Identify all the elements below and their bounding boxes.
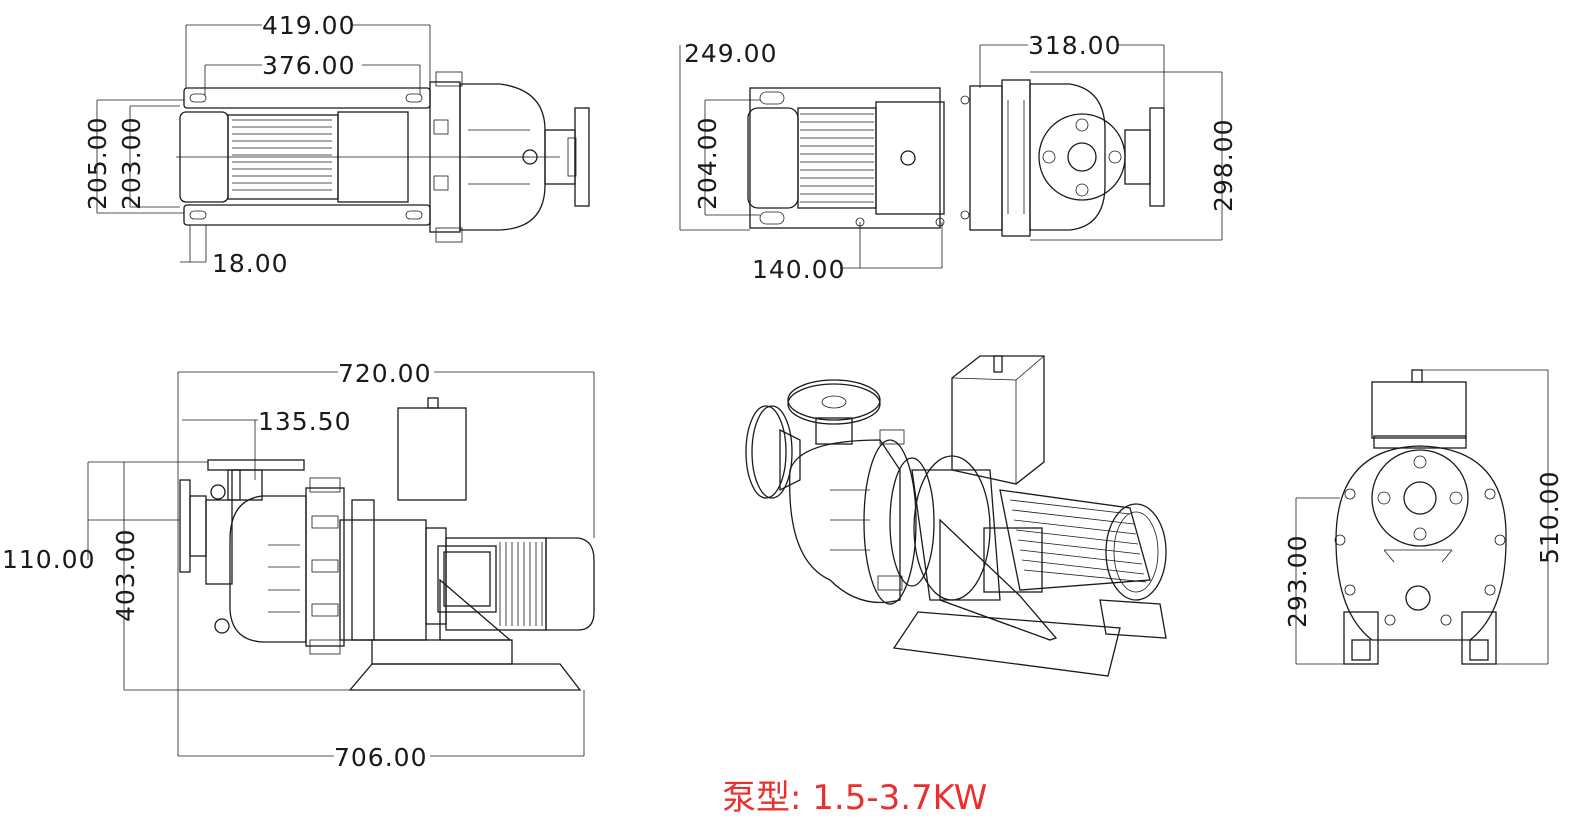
motor-fins-2 <box>800 113 874 203</box>
dim-249: 249.00 <box>684 39 777 68</box>
dim-510: 510.00 <box>1535 471 1564 564</box>
isometric-drawing <box>745 355 1167 677</box>
dim-204: 204.00 <box>693 117 722 210</box>
dim-706: 706.00 <box>334 743 427 772</box>
dim-110: 110.00 <box>2 545 95 574</box>
motor-fins-4 <box>1009 499 1147 583</box>
dim-140: 140.00 <box>752 255 845 284</box>
pump-model-caption: 泵型: 1.5-3.7KW <box>722 778 988 818</box>
dim-318: 318.00 <box>1028 31 1121 60</box>
dim-135-5: 135.50 <box>258 407 351 436</box>
dim-298: 298.00 <box>1209 119 1238 212</box>
dim-403: 403.00 <box>111 529 140 622</box>
dim-720: 720.00 <box>338 359 431 388</box>
dim-419: 419.00 <box>262 11 355 40</box>
end-view-drawing <box>1295 369 1549 665</box>
top-view-2-drawing <box>679 44 1223 269</box>
dim-376: 376.00 <box>262 51 355 80</box>
top-view-drawing <box>96 24 590 263</box>
dim-18: 18.00 <box>212 249 289 278</box>
motor-fins <box>232 119 332 191</box>
dim-205: 205.00 <box>83 117 112 210</box>
side-view-drawing <box>87 371 595 757</box>
dim-293: 293.00 <box>1283 535 1312 628</box>
motor-fins-3 <box>499 542 543 626</box>
dim-203: 203.00 <box>117 117 146 210</box>
